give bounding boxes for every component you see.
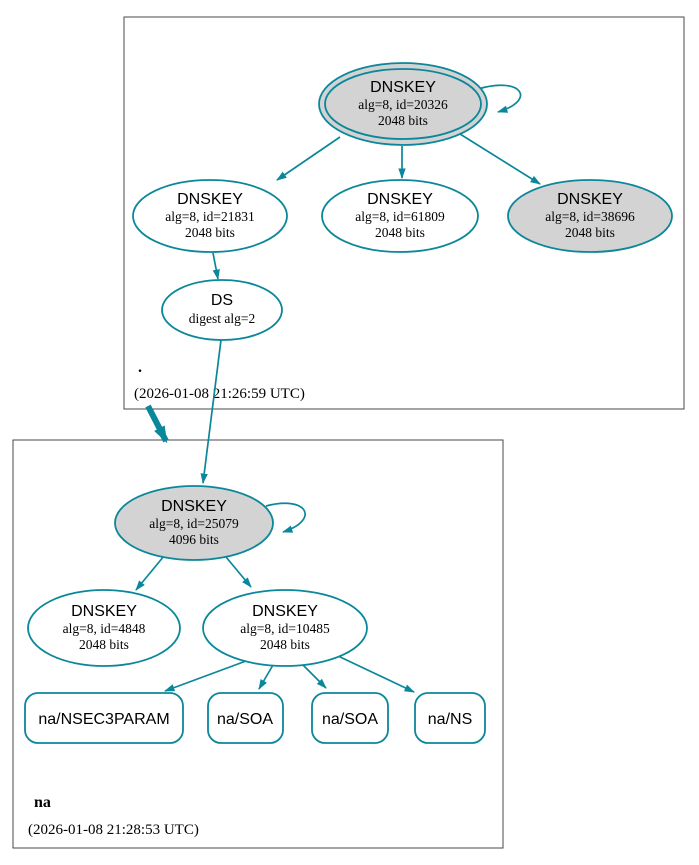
na-zone-label: na — [34, 794, 51, 811]
node-root-zsk-21831[interactable]: DNSKEY alg=8, id=21831 2048 bits — [132, 179, 288, 253]
edge-root-ksk-self-sign — [477, 84, 522, 113]
root-zsk-21831-alg-id: alg=8, id=21831 — [165, 209, 254, 224]
root-key-38696-title: DNSKEY — [557, 191, 623, 208]
edge-zsk-10485-to-soa-1 — [258, 664, 274, 690]
edge-zsk-10485-to-nsec3param — [164, 660, 247, 692]
edge-na-ksk-to-zsk-4848 — [135, 555, 165, 591]
root-zsk-61809-alg-id: alg=8, id=61809 — [355, 209, 445, 224]
node-root-zsk-61809[interactable]: DNSKEY alg=8, id=61809 2048 bits — [321, 179, 479, 253]
root-zone-timestamp: (2026-01-08 21:26:59 UTC) — [134, 386, 305, 402]
rrset-ns-rect[interactable] — [414, 692, 486, 744]
na-ksk-25079-alg-id: alg=8, id=25079 — [149, 516, 239, 531]
node-rrset-ns[interactable]: na/NS — [414, 692, 486, 744]
node-na-ksk-25079[interactable]: DNSKEY alg=8, id=25079 4096 bits — [114, 485, 274, 561]
na-zsk-4848-bits: 2048 bits — [79, 637, 129, 652]
node-rrset-soa-1[interactable]: na/SOA — [207, 692, 284, 744]
na-zone-timestamp: (2026-01-08 21:28:53 UTC) — [28, 822, 199, 838]
na-zsk-10485-title: DNSKEY — [252, 603, 318, 620]
node-rrset-soa-2[interactable]: na/SOA — [311, 692, 389, 744]
edge-zsk-10485-to-soa-2 — [301, 663, 327, 689]
rrset-nsec3param-rect[interactable] — [24, 692, 184, 744]
na-zsk-10485-ellipse[interactable] — [202, 589, 368, 667]
root-zsk-61809-title: DNSKEY — [367, 191, 433, 208]
root-key-38696-bits: 2048 bits — [565, 225, 615, 240]
edge-na-ksk-self-sign — [265, 502, 306, 533]
edge-root-ksk-to-zsk-21831 — [276, 136, 341, 181]
na-zsk-4848-title: DNSKEY — [71, 603, 137, 620]
na-zsk-4848-alg-id: alg=8, id=4848 — [63, 621, 146, 636]
na-ksk-25079-bits: 4096 bits — [169, 532, 219, 547]
rrset-ns-label: na/NS — [428, 711, 472, 728]
edge-zsk-10485-to-ns — [337, 655, 415, 693]
node-root-ksk-20326[interactable]: DNSKEY alg=8, id=20326 2048 bits — [318, 62, 488, 146]
node-root-key-38696[interactable]: DNSKEY alg=8, id=38696 2048 bits — [507, 179, 673, 253]
root-ksk-inner-ring — [324, 68, 482, 140]
na-ksk-25079-title: DNSKEY — [161, 498, 227, 515]
root-ksk-bits: 2048 bits — [378, 113, 428, 128]
node-root-ds[interactable]: DS digest alg=2 — [161, 279, 283, 341]
node-rrset-nsec3param[interactable]: na/NSEC3PARAM — [24, 692, 184, 744]
rrset-soa-2-rect[interactable] — [311, 692, 389, 744]
edge-root-ksk-to-key-38696 — [459, 133, 541, 185]
root-zsk-61809-bits: 2048 bits — [375, 225, 425, 240]
na-zone-box — [12, 439, 504, 849]
edge-delegation-root-to-na — [145, 404, 169, 444]
root-ds-title: DS — [211, 292, 233, 309]
root-zsk-21831-title: DNSKEY — [177, 191, 243, 208]
edge-na-ksk-to-zsk-10485 — [225, 556, 252, 588]
rrset-soa-1-rect[interactable] — [207, 692, 284, 744]
root-ksk-title: DNSKEY — [370, 79, 436, 96]
root-zone-label: . — [138, 359, 142, 376]
node-na-zsk-4848[interactable]: DNSKEY alg=8, id=4848 2048 bits — [27, 589, 181, 667]
root-ds-ellipse[interactable] — [161, 279, 283, 341]
na-zsk-10485-alg-id: alg=8, id=10485 — [240, 621, 330, 636]
root-zsk-21831-bits: 2048 bits — [185, 225, 235, 240]
na-zsk-10485-bits: 2048 bits — [260, 637, 310, 652]
edge-zsk-21831-to-ds — [212, 252, 220, 281]
root-zsk-61809-ellipse[interactable] — [321, 179, 479, 253]
root-zsk-21831-ellipse[interactable] — [132, 179, 288, 253]
root-ds-detail: digest alg=2 — [189, 311, 255, 326]
na-ksk-25079-ellipse[interactable] — [114, 485, 274, 561]
node-na-zsk-10485[interactable]: DNSKEY alg=8, id=10485 2048 bits — [202, 589, 368, 667]
root-key-38696-alg-id: alg=8, id=38696 — [545, 209, 635, 224]
root-ksk-alg-id: alg=8, id=20326 — [358, 97, 448, 112]
rrset-nsec3param-label: na/NSEC3PARAM — [38, 711, 169, 728]
rrset-soa-1-label: na/SOA — [217, 711, 273, 728]
na-zsk-4848-ellipse[interactable] — [27, 589, 181, 667]
edge-ds-to-na-ksk — [200, 339, 222, 485]
root-key-38696-ellipse[interactable] — [507, 179, 673, 253]
rrset-soa-2-label: na/SOA — [322, 711, 378, 728]
root-zone-box — [123, 16, 685, 410]
